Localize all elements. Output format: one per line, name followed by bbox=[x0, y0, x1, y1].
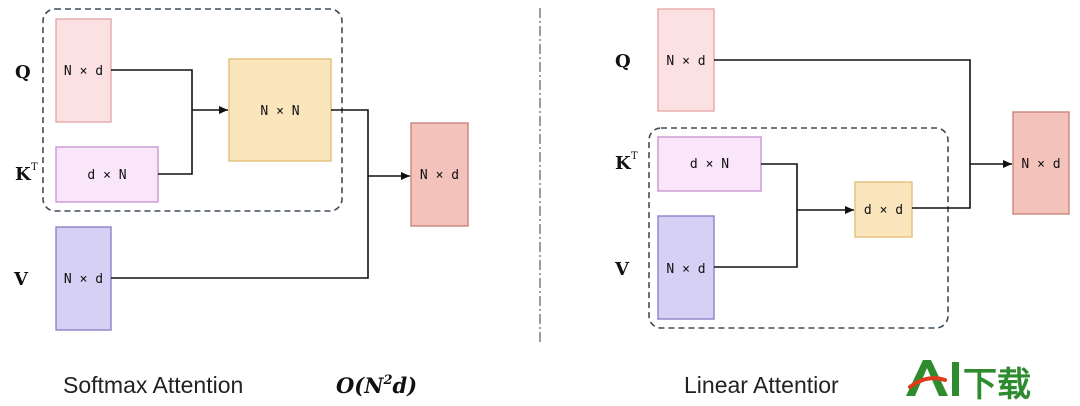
linear-output-box bbox=[1012, 111, 1070, 215]
linear-kv-box bbox=[854, 181, 913, 238]
linear-v-box-label: N × d bbox=[666, 262, 705, 277]
linear-kt-connector bbox=[761, 163, 798, 210]
watermark-a-swoosh bbox=[908, 376, 947, 389]
softmax-q-label: Q bbox=[15, 62, 31, 83]
softmax-kt-connector bbox=[158, 110, 193, 175]
linear-v-box bbox=[657, 215, 715, 320]
softmax-nn-connector bbox=[331, 109, 369, 176]
softmax-v-connector bbox=[111, 176, 369, 279]
softmax-kt-box-label: d × N bbox=[87, 168, 126, 183]
softmax-caption: Softmax Attention bbox=[63, 372, 243, 398]
softmax-q-box-label: N × d bbox=[64, 64, 103, 79]
linear-kt-sup: T bbox=[631, 151, 638, 162]
linear-output-box-label: N × d bbox=[1021, 157, 1060, 172]
linear-dashed-group bbox=[648, 127, 949, 329]
linear-v-label: V bbox=[614, 259, 630, 280]
softmax-output-box bbox=[410, 122, 469, 227]
watermark-cjk: 下载 bbox=[963, 365, 1031, 405]
linear-q-connector bbox=[714, 59, 971, 164]
linear-kv-box-label: d × d bbox=[864, 203, 903, 218]
linear-attention-panel: Q K T V N × d d × N N × d d × d N × d Li… bbox=[614, 8, 1070, 398]
linear-v-connector bbox=[714, 210, 798, 268]
softmax-kt-box bbox=[55, 146, 159, 203]
softmax-nn-box-label: N × N bbox=[260, 104, 299, 119]
softmax-complexity: O(N2d) bbox=[336, 373, 417, 398]
watermark-a-shape bbox=[906, 360, 948, 396]
softmax-q-box bbox=[55, 18, 112, 123]
linear-q-box-label: N × d bbox=[666, 54, 705, 69]
linear-caption: Linear Attentior bbox=[684, 372, 839, 398]
softmax-nn-box bbox=[228, 58, 332, 162]
softmax-output-box-label: N × d bbox=[420, 168, 459, 183]
linear-kv-connector bbox=[912, 164, 971, 209]
watermark-i-bar bbox=[952, 362, 959, 396]
watermark-logo: 下载 bbox=[882, 352, 1080, 406]
softmax-v-box bbox=[55, 226, 112, 331]
softmax-q-connector bbox=[111, 69, 193, 110]
linear-kt-label: K bbox=[615, 153, 632, 174]
linear-kt-box-label: d × N bbox=[690, 157, 729, 172]
softmax-v-box-label: N × d bbox=[64, 272, 103, 287]
linear-q-label: Q bbox=[615, 51, 631, 72]
softmax-v-label: V bbox=[13, 269, 29, 290]
softmax-kt-label: K bbox=[15, 164, 32, 185]
softmax-attention-panel: Q K T V N × d d × N N × N N × d N × d So… bbox=[13, 8, 469, 398]
softmax-kt-sup: T bbox=[31, 162, 38, 173]
